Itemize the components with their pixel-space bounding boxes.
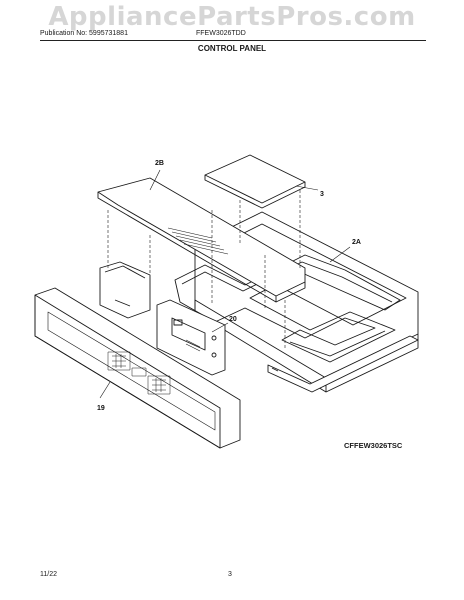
callout-2b: 2B xyxy=(155,160,164,167)
leader-lines xyxy=(99,169,351,399)
side-bracket xyxy=(99,261,151,319)
part-20-control-board xyxy=(156,299,226,376)
model-number: FFEW3026TDD xyxy=(196,30,246,37)
header-rule xyxy=(40,40,426,41)
section-title: CONTROL PANEL xyxy=(197,44,267,53)
part-3-cover xyxy=(204,154,306,209)
watermark: AppliancePartsPros.com xyxy=(48,2,416,32)
part-19-front-panel xyxy=(34,287,241,449)
alignment-lines xyxy=(107,190,301,350)
page-number: 3 xyxy=(228,571,232,578)
callout-20: 20 xyxy=(229,316,237,323)
footer-date: 11/22 xyxy=(40,571,57,578)
callout-19: 19 xyxy=(97,405,105,412)
part-2b-shroud xyxy=(97,177,306,303)
diagram-code: CFFEW3026TSC xyxy=(344,441,403,450)
callout-2a: 2A xyxy=(352,239,361,246)
publication-number: Publication No: 5995731881 xyxy=(40,30,128,37)
callout-3: 3 xyxy=(320,191,324,198)
